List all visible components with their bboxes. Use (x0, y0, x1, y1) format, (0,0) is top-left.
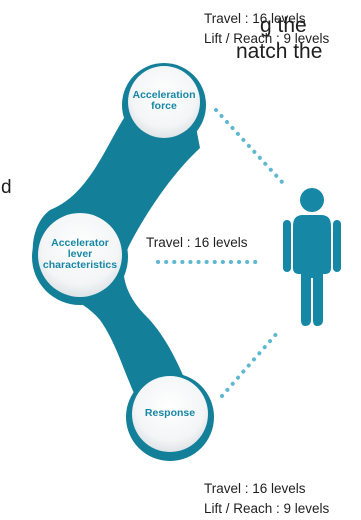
annotation-bottom-travel: Travel : 16 levels (204, 481, 306, 496)
annotation-middle-travel: Travel : 16 levels (146, 235, 248, 250)
annotation-top-lift: Lift / Reach : 9 levels (204, 31, 330, 46)
annotation-top-travel: Travel : 16 levels (204, 11, 306, 26)
node-label-acceleration: Acceleration force (132, 89, 196, 112)
text-fragment-line1: g the (260, 14, 307, 37)
dotted-connector-bottom (220, 330, 280, 398)
annotation-bottom-lift: Lift / Reach : 9 levels (204, 501, 330, 516)
node-label-response: Response (144, 407, 196, 419)
text-fragment-line2: natch the (236, 40, 323, 63)
dotted-connector-top (214, 108, 284, 184)
node-acceleration-force (128, 66, 200, 138)
node-response (132, 376, 208, 452)
person-icon (283, 188, 341, 326)
node-accelerator-lever (38, 213, 122, 297)
node-label-accelerator: Accelerator lever characteristics (42, 237, 118, 271)
text-fragment-side: d (1, 177, 12, 198)
